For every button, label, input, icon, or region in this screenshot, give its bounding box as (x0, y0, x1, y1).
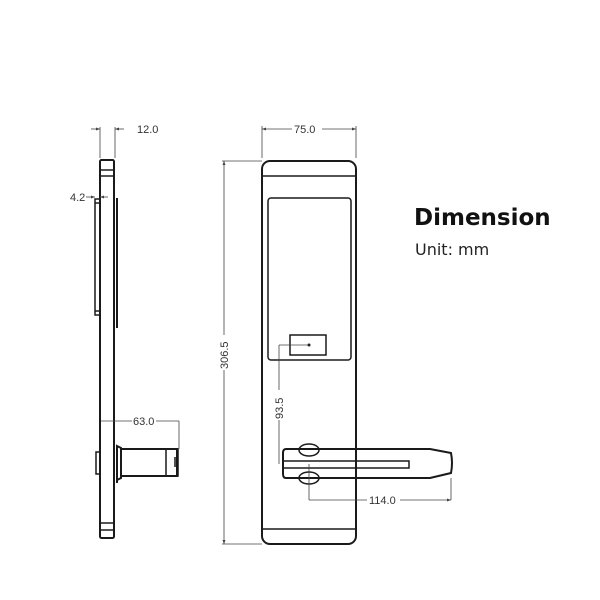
unit-label: Unit: mm (415, 240, 490, 259)
dim-label-sensor-to-handle: 93.5 (274, 398, 286, 419)
dim-label-handle-length: 114.0 (369, 495, 396, 507)
dim-label-side-thickness: 12.0 (137, 124, 158, 136)
dim-label-front-width: 75.0 (294, 124, 315, 136)
diagram-title: Dimension (414, 205, 551, 231)
side-view: 12.0 4.2 63.0 (70, 124, 180, 539)
front-view: 75.0 306.5 93.5 114.0 (219, 124, 453, 545)
dim-label-total-height: 306.5 (219, 341, 231, 369)
dim-label-handle-offset: 4.2 (70, 192, 85, 204)
dim-label-handle-projection: 63.0 (133, 416, 154, 428)
